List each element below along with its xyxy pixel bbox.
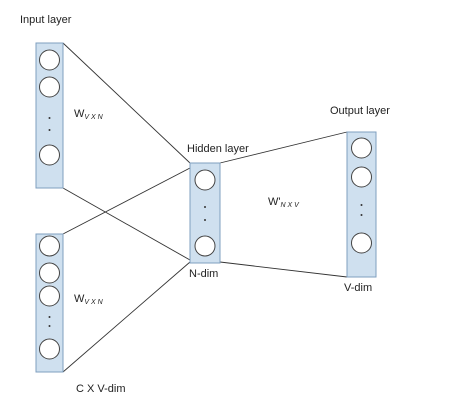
ellipsis-dot [48,129,51,131]
weight-input-bottom-sub: V X N [84,299,103,306]
weight-input-top-sub: V X N [84,114,103,121]
input-top-node-2 [39,76,60,98]
weight-input-bottom-main: W [74,293,85,305]
weight-hidden-output-sub: N X V [280,202,300,209]
input-bottom-node-4 [39,338,60,360]
output-node-1 [351,137,372,159]
ellipsis-dot [48,316,51,318]
ellipsis-dot [360,214,363,216]
input-top-node-1 [39,49,60,71]
weight-hidden-output: W'N X V [268,196,300,209]
ellipsis-dot [204,206,206,208]
hidden-layer-label: Hidden layer [187,143,249,155]
input-column-top [35,42,64,189]
connection-input-bottom-to-hidden-top [62,167,191,235]
output-node-3 [351,232,372,254]
hidden-column [189,162,221,264]
weight-input-bottom: WV X N [74,293,104,306]
weight-input-top: WV X N [74,108,104,121]
ellipsis-dot [48,117,51,119]
connection-input-top-to-hidden-top [62,42,191,164]
v-dim-label: V-dim [344,282,372,294]
input-layer-label: Input layer [20,14,72,26]
ellipsis-dot [48,325,51,327]
hidden-node-1 [194,169,216,191]
connection-hidden-to-output-top [219,131,348,164]
connection-hidden-to-output-bottom [219,261,348,278]
input-bottom-node-1 [39,235,60,257]
connection-input-top-to-hidden-bottom [62,187,191,261]
n-dim-label: N-dim [189,268,218,280]
output-node-2 [351,166,372,188]
ellipsis-dot [360,204,363,206]
input-bottom-node-2 [39,262,60,284]
weight-hidden-output-main: W' [268,196,280,208]
output-layer-label: Output layer [330,105,390,117]
input-bottom-node-3 [39,285,60,307]
ellipsis-dot [204,219,206,221]
output-column [346,131,377,278]
cxv-dim-label: C X V-dim [76,383,126,395]
connection-input-bottom-to-hidden-bottom [62,261,191,373]
hidden-node-2 [194,235,216,257]
input-column-bottom [35,233,64,373]
input-top-node-3 [39,144,60,166]
weight-input-top-main: W [74,108,85,120]
